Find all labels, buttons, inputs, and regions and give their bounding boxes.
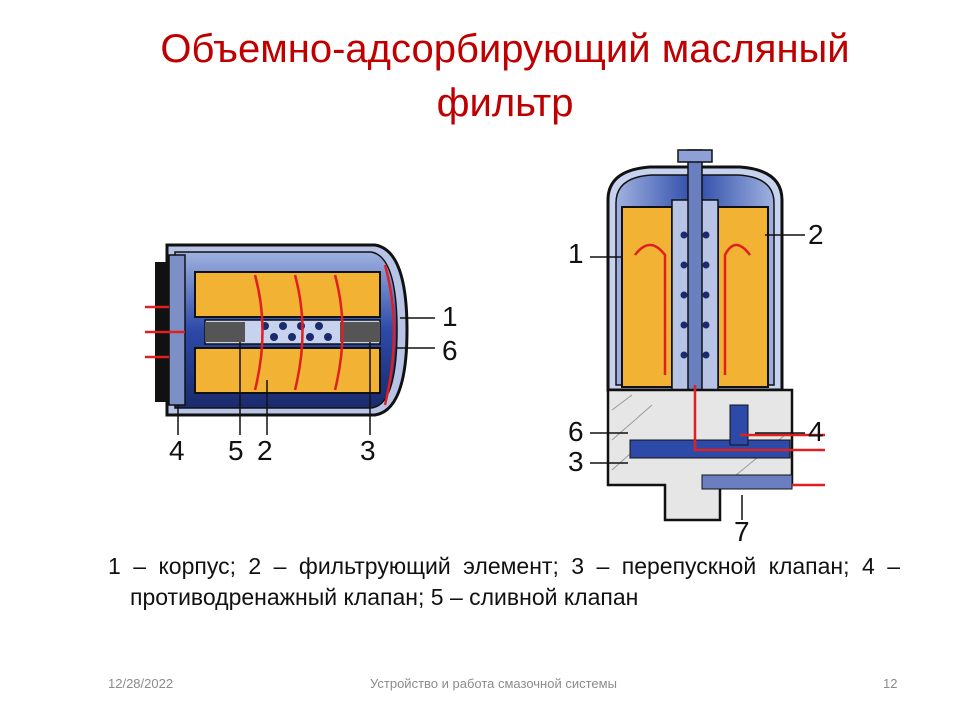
label-left-6: 6	[442, 335, 458, 366]
title-line-2: фильтр	[436, 81, 574, 125]
vertical-filter-drawing	[590, 149, 825, 522]
title-line-1: Объемно-адсорбирующий масляный	[160, 27, 850, 71]
label-right-4: 4	[808, 416, 824, 447]
footer-title: Устройство и работа смазочной системы	[370, 676, 617, 691]
label-right-1: 1	[568, 238, 584, 269]
label-right-3: 3	[568, 446, 584, 477]
label-right-2: 2	[808, 219, 824, 250]
legend-caption-text: 1 – корпус; 2 – фильтрующий элемент; 3 –…	[108, 553, 900, 610]
label-left-1: 1	[442, 301, 458, 332]
horizontal-filter-drawing	[135, 243, 435, 435]
label-right-7: 7	[734, 516, 750, 547]
vertical-filter-diagram: 1 2 6 3 4 7	[560, 145, 860, 547]
label-left-4: 4	[169, 435, 185, 466]
label-right-6: 6	[568, 416, 584, 447]
footer-date: 12/28/2022	[108, 676, 174, 691]
slide-title: Объемно-адсорбирующий масляный фильтр	[90, 22, 920, 130]
label-left-2: 2	[257, 435, 273, 466]
horizontal-filter-diagram: 1 6 4 5 2 3	[135, 230, 475, 470]
legend-caption: 1 – корпус; 2 – фильтрующий элемент; 3 –…	[108, 551, 900, 613]
page-number: 12	[883, 676, 898, 691]
label-left-5: 5	[228, 435, 244, 466]
label-left-3: 3	[360, 435, 376, 466]
